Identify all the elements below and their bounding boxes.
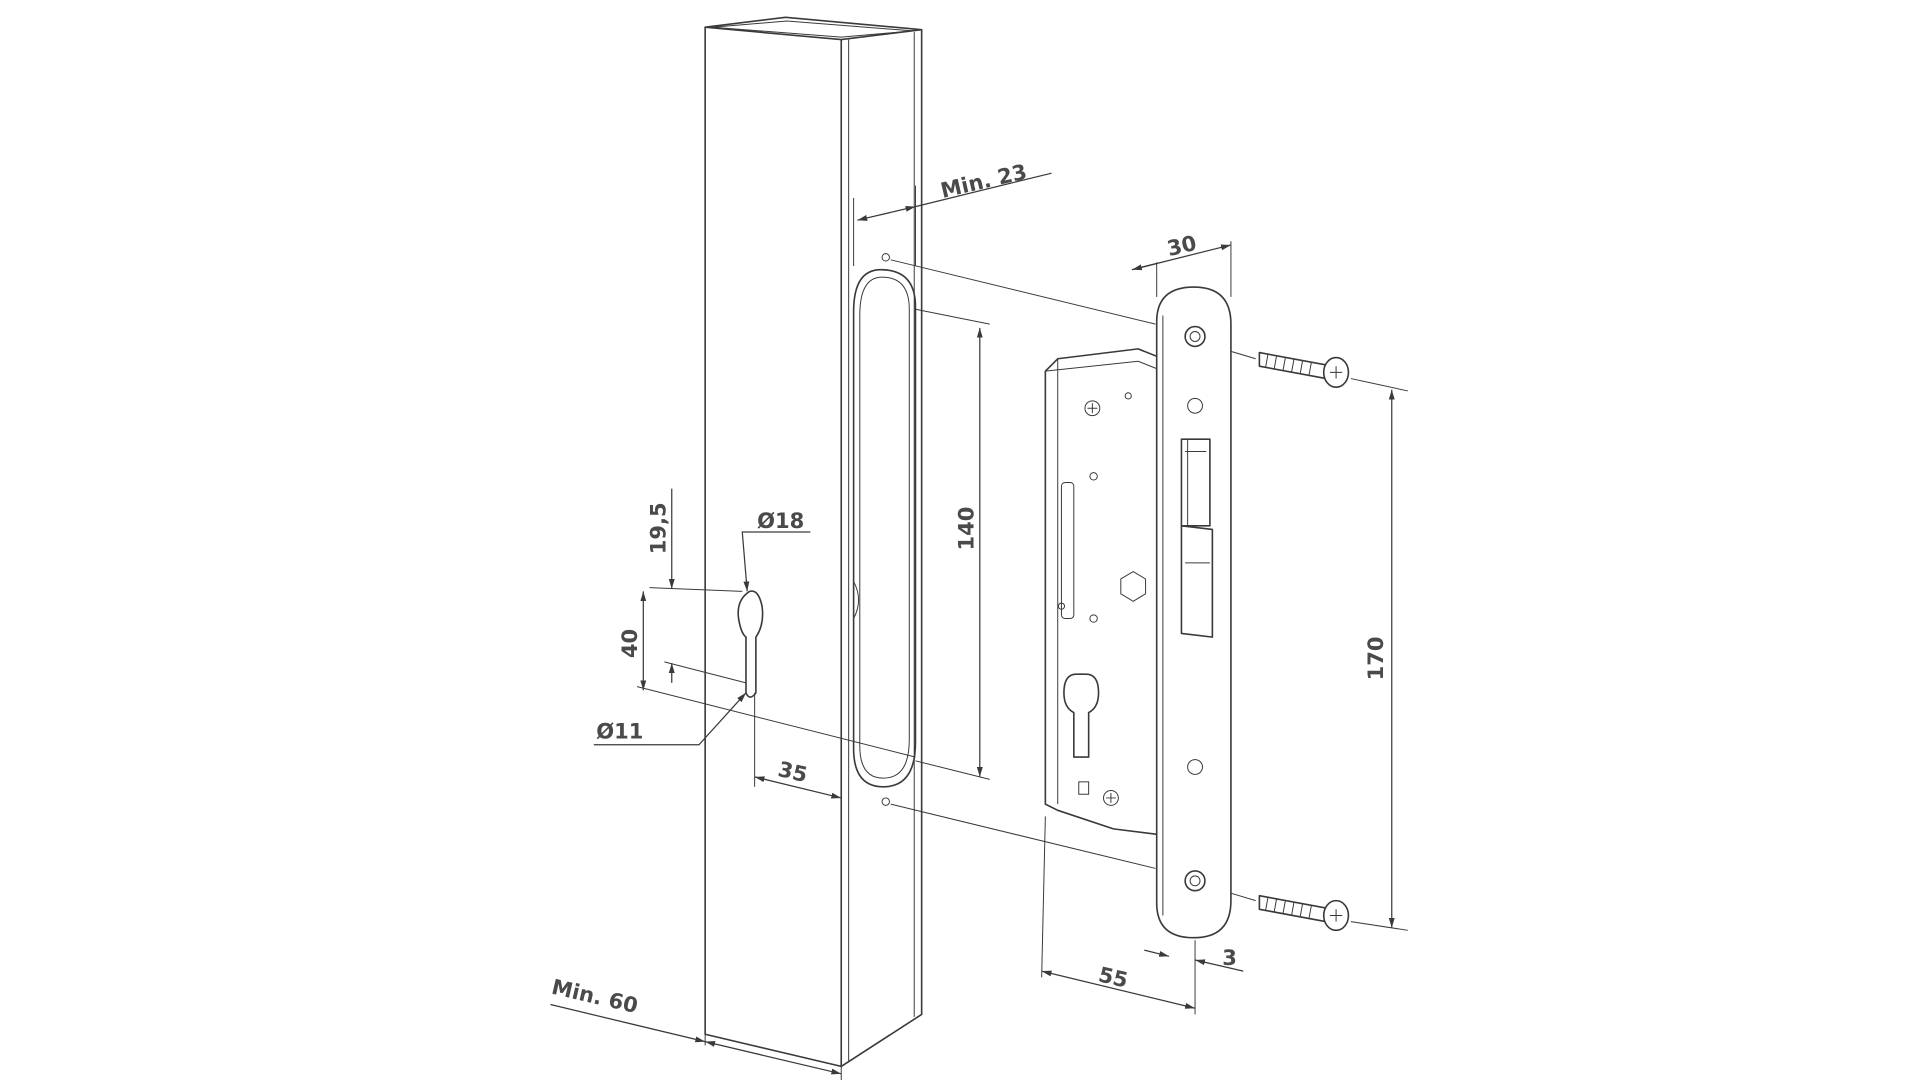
label-19-5: 19,5	[646, 502, 671, 554]
label-55: 55	[1096, 962, 1130, 993]
label-35: 35	[776, 756, 810, 787]
screw-top	[1258, 351, 1350, 389]
label-dia-18: Ø18	[757, 508, 804, 533]
lock-slot	[852, 268, 917, 788]
label-40: 40	[617, 629, 642, 658]
gate-post	[704, 16, 923, 1068]
dimension-lines	[550, 172, 1395, 1075]
label-min-23: Min. 23	[938, 159, 1029, 203]
label-30: 30	[1165, 230, 1199, 261]
fixing-hole-bottom	[881, 797, 890, 806]
extension-lines	[636, 185, 1408, 1080]
cylinder-cutout	[737, 590, 764, 698]
faceplate	[1155, 286, 1232, 939]
screw-bottom	[1258, 894, 1350, 932]
label-3: 3	[1222, 945, 1237, 970]
cylinder-hole	[1063, 673, 1100, 758]
lock-case	[1044, 348, 1164, 836]
fixing-hole-top	[881, 253, 890, 262]
label-min-60: Min. 60	[549, 974, 640, 1018]
label-dia-11: Ø11	[596, 719, 643, 744]
label-170: 170	[1363, 637, 1388, 681]
label-140: 140	[954, 507, 979, 551]
